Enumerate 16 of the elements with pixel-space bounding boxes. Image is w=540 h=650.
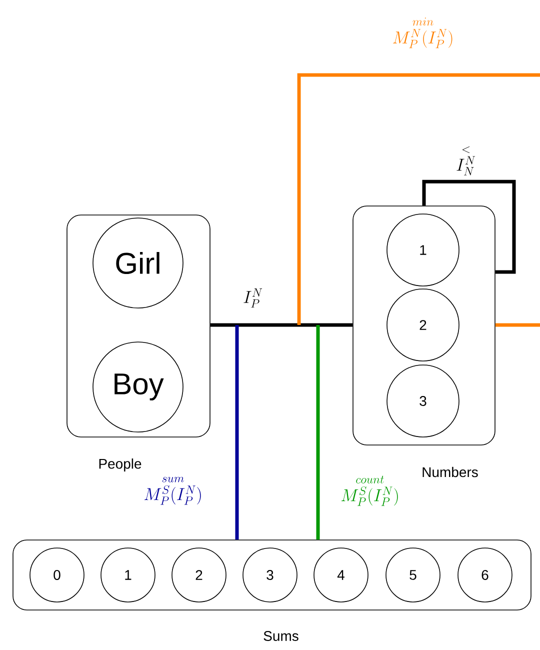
group-caption: People	[99, 458, 142, 472]
connector-line	[316, 325, 320, 540]
edge-label: $\overset{<}{I_N^N}$	[456, 146, 476, 176]
group-box	[352, 206, 496, 446]
connector-line	[422, 180, 516, 274]
connector-line	[235, 325, 239, 540]
group-caption: Numbers	[422, 466, 478, 478]
connector-line	[210, 323, 353, 327]
edge-label: $\overset{sum}{M_P^S(I_P^N)}$	[144, 476, 201, 505]
edge-label: $I_P^N$	[244, 288, 262, 308]
connector-line	[297, 73, 540, 327]
group-box	[12, 540, 532, 610]
group-caption: Sums	[264, 631, 298, 641]
edge-label: $\overset{min}{M_P^N(I_P^N)}$	[393, 18, 452, 48]
edge-label: $\overset{count}{M_P^S(I_P^N)}$	[341, 476, 398, 506]
group-box	[66, 214, 210, 438]
